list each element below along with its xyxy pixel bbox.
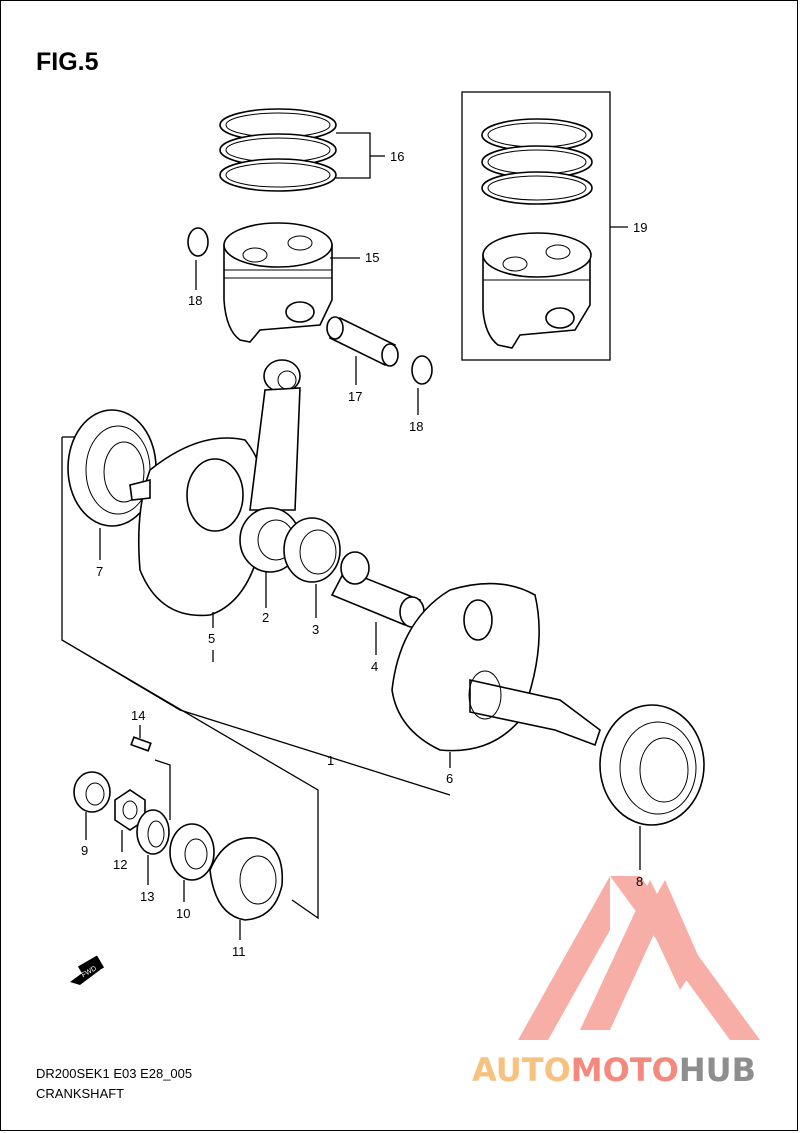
callout-14: 14: [131, 708, 145, 723]
callout-17: 17: [348, 389, 362, 404]
connecting-rod: [239, 359, 301, 573]
callout-8: 8: [636, 874, 643, 889]
piston-set-group-box: [461, 91, 611, 361]
gear-small: [169, 823, 215, 881]
crank-web-right: [391, 582, 601, 752]
callout-7: 7: [96, 564, 103, 579]
circlip-upper: [187, 227, 209, 257]
watermark-part-moto: MOTO: [570, 1051, 679, 1089]
bearing-right: [599, 704, 705, 826]
callout-9: 9: [81, 843, 88, 858]
piston-pin: [326, 316, 399, 367]
callout-11: 11: [232, 944, 246, 959]
callout-4: 4: [371, 659, 378, 674]
piston-rings: [219, 108, 337, 192]
piston: [223, 222, 333, 343]
callout-6: 6: [446, 771, 453, 786]
fwd-arrow-icon: FWD: [70, 955, 105, 985]
piston-set: [481, 118, 593, 349]
watermark-logo: [518, 876, 760, 1040]
callout-5: 5: [208, 631, 215, 646]
callout-18-upper: 18: [188, 293, 202, 308]
watermark-part-auto: AUTO: [472, 1051, 571, 1089]
callout-16: 16: [390, 149, 404, 164]
figure-title: FIG.5: [36, 48, 99, 76]
callout-19: 19: [633, 220, 647, 235]
callout-18-lower: 18: [409, 419, 423, 434]
section-name: CRANKSHAFT: [36, 1086, 125, 1101]
needle-bearing: [283, 517, 341, 583]
gear-helical: [209, 837, 284, 921]
callout-2: 2: [262, 610, 269, 625]
model-code: DR200SEK1 E03 E28_005: [36, 1066, 193, 1081]
crank-pin: [330, 551, 425, 628]
callout-10: 10: [176, 906, 190, 921]
crank-web-left: [129, 437, 267, 617]
watermark-brand: AUTOMOTOHUB: [472, 1051, 756, 1089]
callout-labels: 16 15 18 19 17 18 7 5 2 3 4 14 1 6 9 12 …: [81, 149, 647, 959]
callout-3: 3: [312, 622, 319, 637]
watermark-part-hub: HUB: [678, 1051, 757, 1089]
oil-seal: [73, 771, 111, 813]
callout-12: 12: [113, 857, 127, 872]
callout-1: 1: [327, 753, 334, 768]
callout-13: 13: [140, 889, 154, 904]
lock-washer: [136, 809, 170, 855]
key: [130, 736, 152, 752]
callout-15: 15: [365, 250, 379, 265]
circlip-lower: [411, 355, 433, 385]
